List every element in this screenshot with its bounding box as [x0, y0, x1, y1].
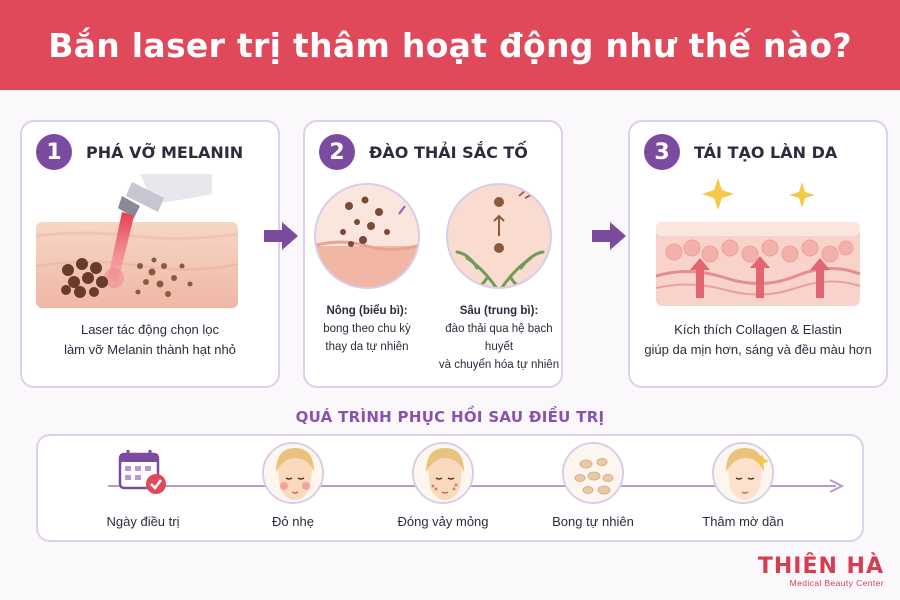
recovery-stage-peeling: Bong tự nhiên: [528, 442, 658, 529]
dermis-description: Sâu (trung bì): đào thải qua hệ bạch huy…: [438, 305, 560, 371]
arrow-right-icon: [592, 222, 626, 250]
melanin-cluster: [61, 258, 108, 298]
step-card-1: 1 PHÁ VỠ MELANIN: [20, 120, 280, 388]
face-glow-icon: [712, 442, 774, 504]
step-header: 2 ĐÀO THẢI SẮC TỐ: [319, 134, 528, 170]
dermis-circle: [447, 184, 551, 288]
step-number-badge: 2: [319, 134, 355, 170]
step-card-2: 2 ĐÀO THẢI SẮC TỐ: [303, 120, 563, 388]
pigment-elimination-illustration: [314, 183, 552, 289]
stage-label: Bong tự nhiên: [552, 514, 634, 529]
recovery-title: QUÁ TRÌNH PHỤC HỒI SAU ĐIỀU TRỊ: [295, 408, 605, 426]
step-title: ĐÀO THẢI SẮC TỐ: [369, 142, 528, 162]
arrow-up-icon: [690, 256, 830, 298]
epidermis-circle: [315, 184, 419, 288]
face-redness-icon: [262, 442, 324, 504]
laser-melanin-illustration: [35, 174, 239, 308]
brand-subtitle: Medical Beauty Center: [789, 578, 884, 588]
header-banner: Bắn laser trị thâm hoạt động như thế nào…: [0, 0, 900, 90]
step-header: 1 PHÁ VỠ MELANIN: [36, 134, 243, 170]
recovery-stage-redness: Đỏ nhẹ: [228, 442, 358, 529]
arrow-right-icon: [264, 222, 298, 250]
page-title: Bắn laser trị thâm hoạt động như thế nào…: [48, 25, 852, 65]
recovery-stage-fading: Thâm mờ dần: [678, 442, 808, 529]
step-header: 3 TÁI TẠO LÀN DA: [644, 134, 837, 170]
calendar-check-icon: [112, 442, 174, 504]
brand-logo: THIÊN HÀ Medical Beauty Center: [757, 554, 884, 589]
step-description: Kích thích Collagen & Elastin giúp da mị…: [644, 322, 872, 357]
step-title: PHÁ VỠ MELANIN: [86, 142, 244, 162]
step-number-badge: 3: [644, 134, 680, 170]
recovery-stage-treatment-day: Ngày điều trị: [78, 442, 208, 529]
step-description: Laser tác động chọn lọc làm vỡ Melanin t…: [64, 322, 236, 357]
recovery-timeline-panel: Ngày điều trị Đỏ nhẹ Đ: [36, 434, 864, 542]
laser-device-icon: [118, 174, 212, 218]
face-scab-icon: [412, 442, 474, 504]
melanin-fragments: [135, 257, 193, 297]
brand-name: THIÊN HÀ: [757, 554, 884, 579]
collagen-regeneration-illustration: [655, 178, 861, 306]
epidermis-description: Nông (biểu bì): bong theo chu kỳ thay da…: [323, 305, 411, 353]
stage-label: Ngày điều trị: [106, 514, 180, 529]
step-title: TÁI TẠO LÀN DA: [694, 142, 838, 162]
stage-label: Đóng vảy mỏng: [397, 514, 489, 529]
sparkle-icon: [702, 178, 815, 210]
stage-label: Đỏ nhẹ: [272, 514, 314, 529]
peeling-flakes-icon: [562, 442, 624, 504]
step-number-badge: 1: [36, 134, 72, 170]
stage-label: Thâm mờ dần: [702, 514, 784, 529]
step-card-3: 3 TÁI TẠO LÀN DA Kích thích Collagen & E…: [628, 120, 888, 388]
recovery-stage-scab: Đóng vảy mỏng: [378, 442, 508, 529]
